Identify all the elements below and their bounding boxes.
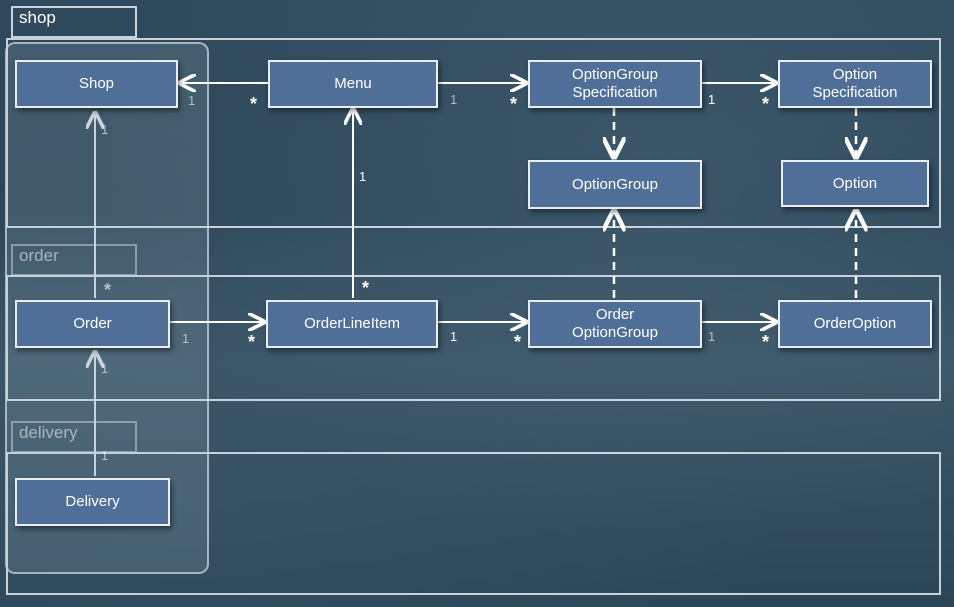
mult-label: 1 bbox=[101, 122, 108, 137]
mult-label: 1 bbox=[708, 92, 715, 107]
class-order-option[interactable]: OrderOption bbox=[778, 300, 932, 348]
mult-label: 1 bbox=[188, 93, 195, 108]
mult-label: 1 bbox=[450, 92, 457, 107]
class-shop[interactable]: Shop bbox=[15, 60, 178, 108]
mult-label: * bbox=[248, 332, 255, 352]
mult-label: 1 bbox=[450, 329, 457, 344]
class-option-group-specification[interactable]: OptionGroup Specification bbox=[528, 60, 702, 108]
class-order[interactable]: Order bbox=[15, 300, 170, 348]
package-frame-shop bbox=[6, 38, 941, 228]
package-frame-delivery bbox=[6, 452, 941, 595]
mult-label: * bbox=[104, 280, 111, 300]
class-menu[interactable]: Menu bbox=[268, 60, 438, 108]
mult-label: * bbox=[250, 94, 257, 114]
class-delivery[interactable]: Delivery bbox=[15, 478, 170, 526]
class-order-line-item[interactable]: OrderLineItem bbox=[266, 300, 438, 348]
mult-label: 1 bbox=[708, 329, 715, 344]
class-order-option-group[interactable]: Order OptionGroup bbox=[528, 300, 702, 348]
class-option[interactable]: Option bbox=[781, 160, 929, 207]
class-option-specification[interactable]: Option Specification bbox=[778, 60, 932, 108]
package-frame-order bbox=[6, 275, 941, 401]
mult-label: * bbox=[362, 278, 369, 298]
mult-label: * bbox=[514, 332, 521, 352]
mult-label: * bbox=[510, 94, 517, 114]
mult-label: * bbox=[762, 332, 769, 352]
mult-label: * bbox=[762, 94, 769, 114]
mult-label: 1 bbox=[182, 331, 189, 346]
mult-label: 1 bbox=[359, 169, 366, 184]
class-option-group[interactable]: OptionGroup bbox=[528, 160, 702, 209]
mult-label: 1 bbox=[101, 361, 108, 376]
package-tab-shop: shop bbox=[11, 6, 137, 38]
mult-label: 1 bbox=[101, 448, 108, 463]
